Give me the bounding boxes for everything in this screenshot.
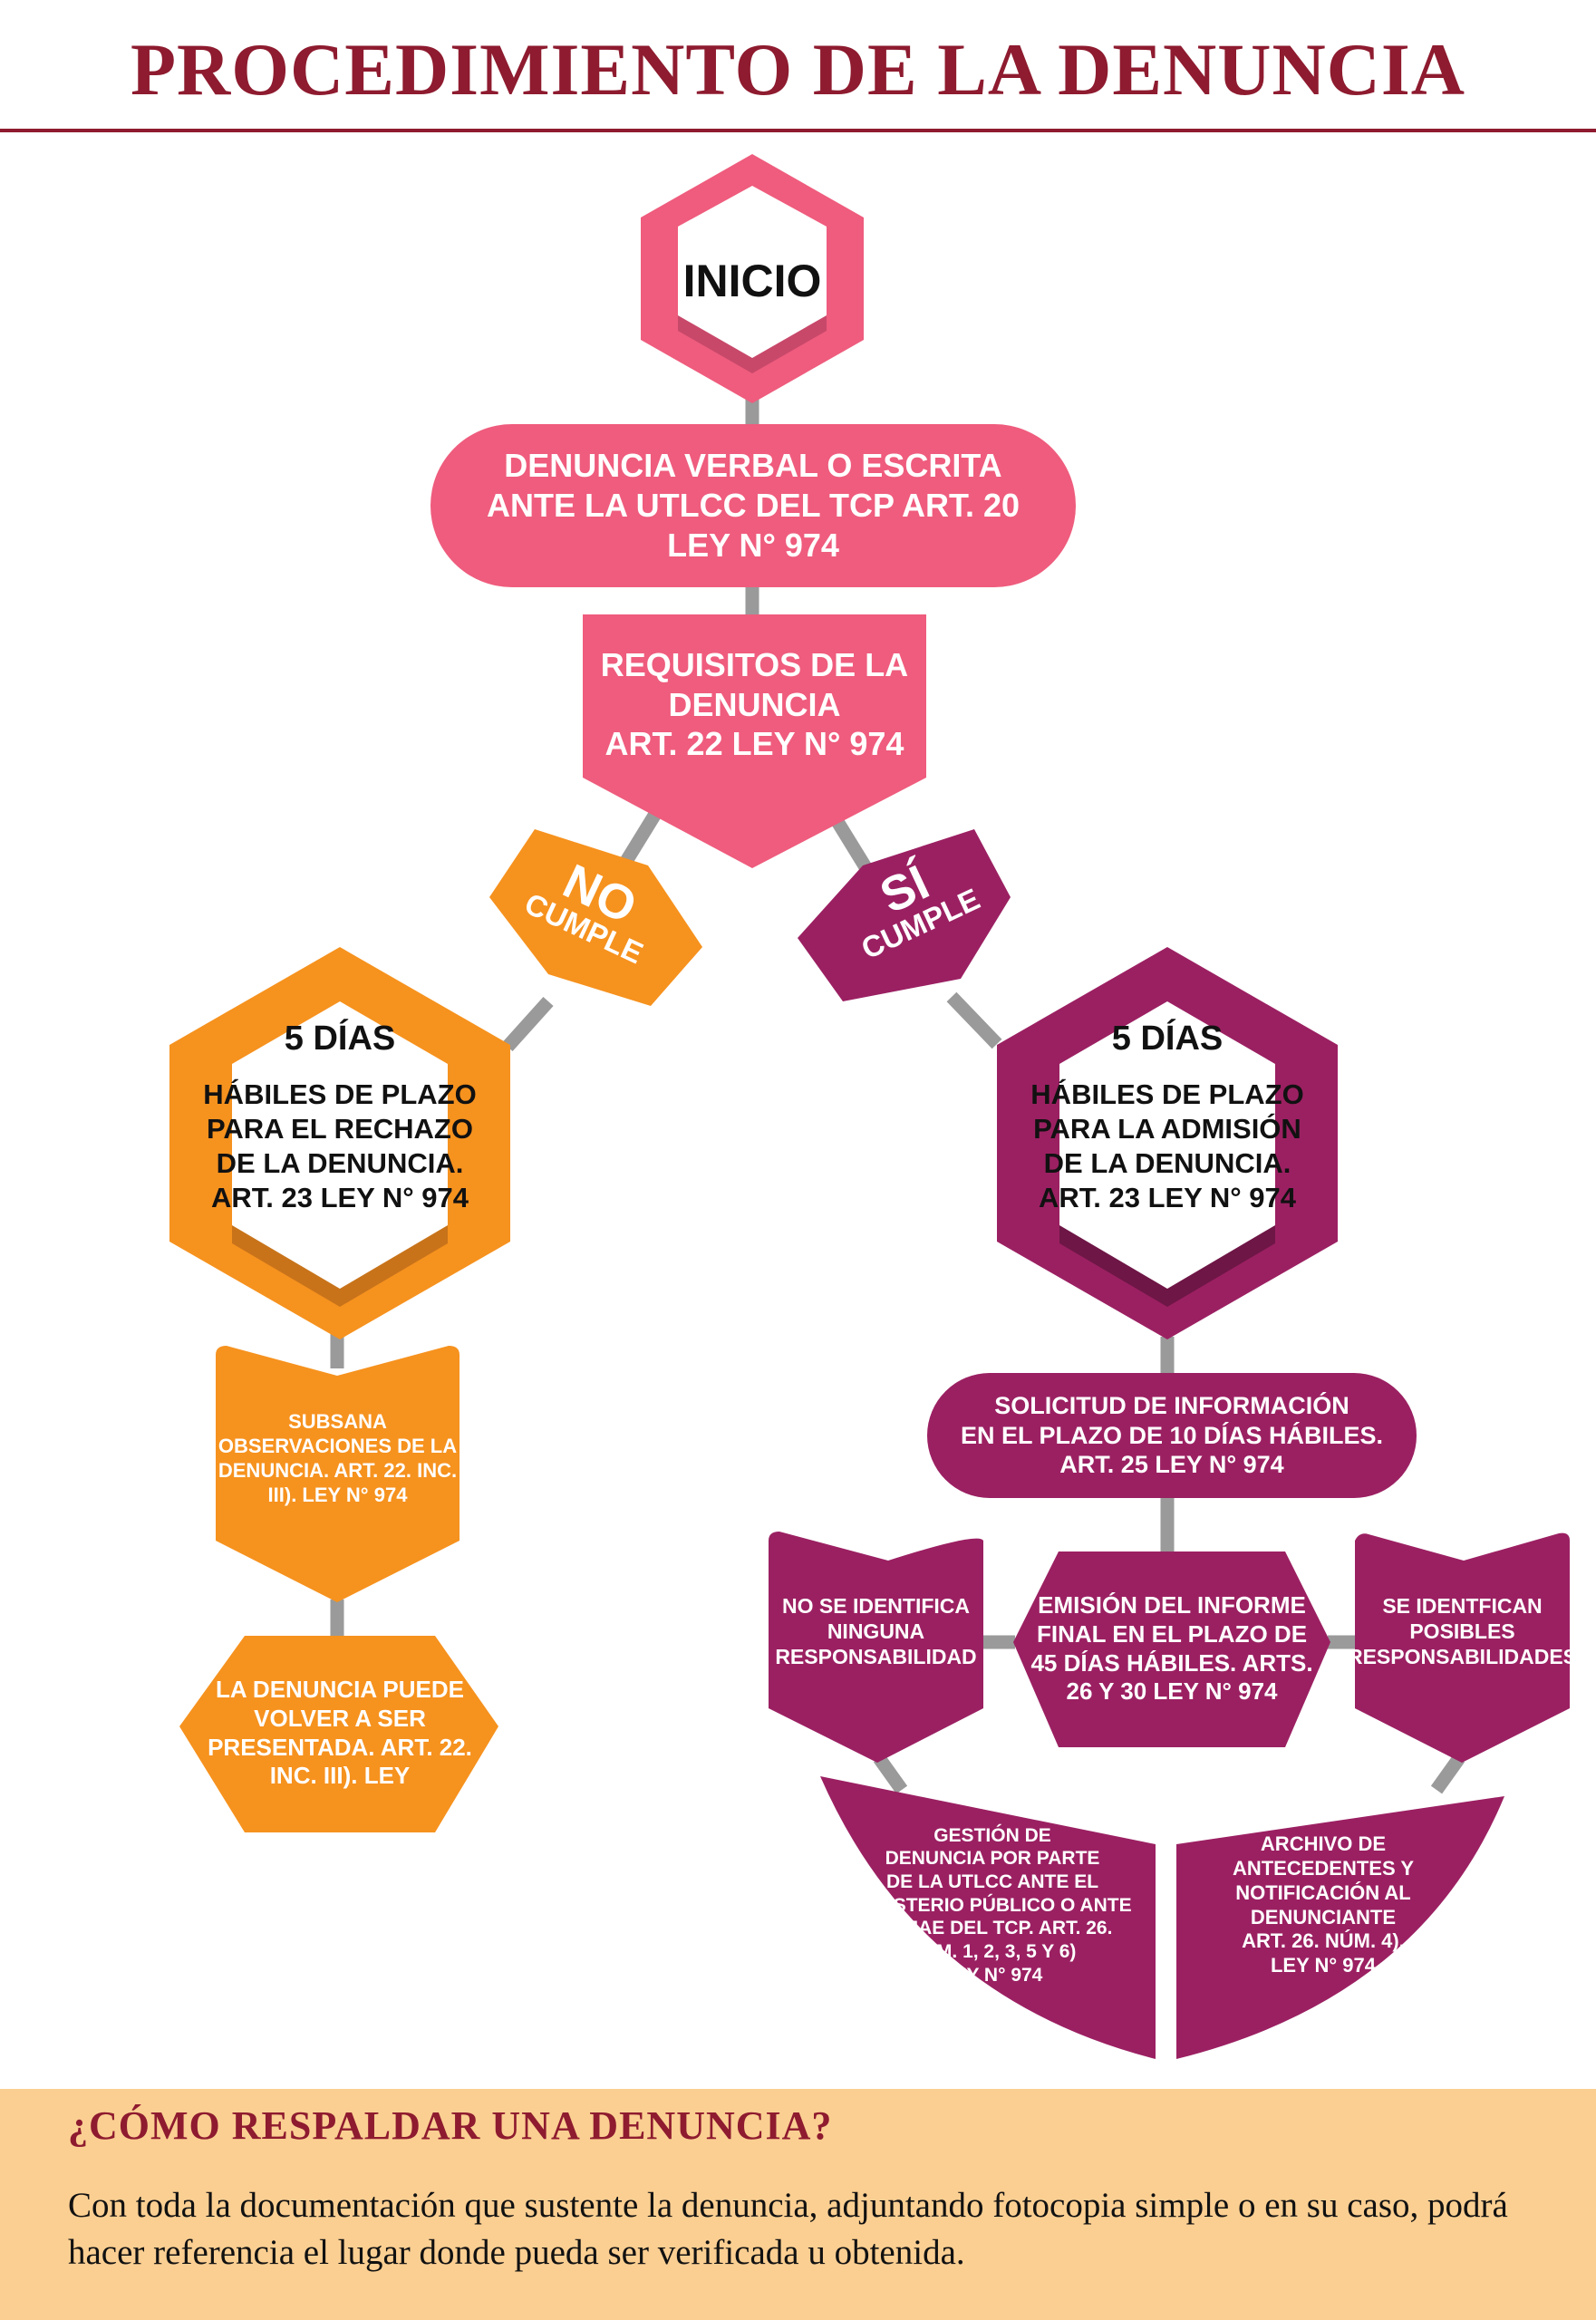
solicitud-label: SOLICITUD DE INFORMACIÓN EN EL PLAZO DE …: [960, 1391, 1384, 1479]
info-body: Con toda la documentación que sustente l…: [68, 2186, 1508, 2272]
gestion-label: GESTIÓN DE DENUNCIA POR PARTE DE LA UTLC…: [853, 1824, 1132, 1986]
denuncia-verbal-label: DENUNCIA VERBAL O ESCRITA ANTE LA UTLCC …: [486, 447, 1020, 564]
subsana-shield: [216, 1346, 459, 1602]
title-divider: [0, 129, 1596, 132]
connectors: [330, 399, 1465, 1794]
inicio-label: INICIO: [682, 255, 822, 306]
archivo-label: ARCHIVO DE ANTECEDENTES Y NOTIFICACIÓN A…: [1232, 1832, 1415, 1977]
subsana-label: SUBSANA OBSERVACIONES DE LA DENUNCIA. AR…: [218, 1410, 458, 1506]
emision-label: EMISIÓN DEL INFORME FINAL EN EL PLAZO DE…: [1030, 1591, 1313, 1706]
connector-requisitos-si: [827, 812, 876, 878]
info-panel: [0, 2089, 1596, 2320]
puede-volver-label: LA DENUNCIA PUEDE VOLVER A SER PRESENTAD…: [208, 1676, 472, 1790]
connector-si-admision: [946, 991, 1002, 1049]
emision-hexagon: [1013, 1552, 1330, 1747]
requisitos-label: REQUISITOS DE LA DENUNCIA ART. 22 LEY N°…: [600, 645, 909, 763]
plazo-admision-head: 5 DÍAS: [1111, 1019, 1224, 1058]
plazo-rechazo-head: 5 DÍAS: [284, 1019, 396, 1058]
denuncia-verbal-pill: [430, 424, 1076, 587]
solicitud-pill: [927, 1373, 1417, 1498]
info-heading: ¿CÓMO RESPALDAR UNA DENUNCIA?: [68, 2103, 833, 2148]
si-cumple-tag: [798, 829, 1011, 1001]
page-title: PROCEDIMIENTO DE LA DENUNCIA: [130, 28, 1466, 111]
no-identifica-label: NO SE IDENTIFICA NINGUNA RESPONSABILIDAD: [775, 1593, 977, 1669]
si-identifican-shield: [1355, 1532, 1570, 1763]
gestion-wedge: [820, 1776, 1156, 2059]
plazo-rechazo-body: HÁBILES DE PLAZO PARA EL RECHAZO DE LA D…: [203, 1078, 477, 1213]
puede-volver-hexagon: [179, 1636, 498, 1832]
plazo-admision-body: HÁBILES DE PLAZO PARA LA ADMISIÓN DE LA …: [1030, 1078, 1304, 1213]
archivo-wedge: [1176, 1796, 1504, 2059]
flowchart: [169, 154, 1570, 2059]
connector-noident-gestion: [873, 1754, 908, 1794]
requisitos-chevron: [583, 614, 926, 868]
plazo-rechazo-hexagon: [169, 947, 510, 1339]
no-cumple-tag: [489, 829, 702, 1006]
inicio-hexagon: [641, 154, 864, 403]
connector-siident-archivo: [1430, 1754, 1465, 1794]
no-identifica-shield: [769, 1532, 983, 1763]
plazo-admision-hexagon: [997, 947, 1338, 1339]
connector-no-rechazo: [502, 996, 554, 1052]
si-identifican-label: SE IDENTFICAN POSIBLES RESPONSABILIDADES: [1347, 1593, 1578, 1669]
